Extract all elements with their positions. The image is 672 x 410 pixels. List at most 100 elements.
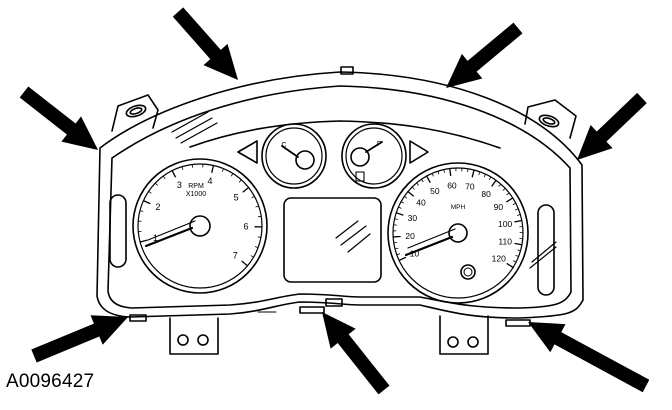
speedo-minor-tick (498, 183, 502, 187)
speedo-needle (404, 235, 454, 257)
turn-signal-right (409, 140, 429, 164)
lower-bracket-right (439, 315, 489, 355)
tach-major-tick (242, 186, 250, 193)
speedo-minor-tick (502, 187, 506, 191)
speedo-major-tick (449, 167, 452, 177)
speedo-minor-tick (483, 173, 486, 178)
fuel-high-label: F (377, 141, 381, 148)
temp-needle (281, 145, 299, 158)
speedo-minor-tick (513, 260, 517, 263)
tach-needle (144, 226, 194, 248)
fuel-hub (350, 147, 370, 167)
speedo-major-tick (491, 179, 497, 187)
speedo-label-110: 110 (498, 237, 512, 247)
speedo-minor-tick (396, 253, 400, 256)
speedo-label-60: 60 (447, 180, 457, 190)
tach-hub (189, 215, 211, 237)
tach-minor-tick (162, 175, 166, 179)
tach-major-tick (171, 169, 176, 178)
speedo-major-tick (395, 212, 404, 216)
tach-minor-tick (230, 173, 234, 177)
tach-minor-tick (154, 182, 158, 186)
tach-minor-tick (250, 255, 254, 258)
speedo-hub (448, 223, 468, 243)
tach-minor-tick (257, 236, 262, 238)
mounting-hole-left (125, 104, 147, 118)
speedo-minor-tick (489, 176, 492, 180)
speedo-major-tick (514, 242, 523, 246)
cluster-housing-outer (96, 71, 584, 319)
tach-label-1: 1 (153, 233, 158, 243)
callout-arrow-4 (577, 92, 647, 160)
side-slot-right (537, 204, 555, 296)
speedo-minor-tick (394, 218, 398, 220)
tach-label-6: 6 (243, 222, 248, 232)
speedo-label-30: 30 (408, 213, 418, 223)
tach-bezel (132, 158, 268, 294)
speedo-minor-tick (403, 196, 408, 199)
tachometer (132, 158, 268, 294)
tach-label-7: 7 (233, 251, 238, 261)
top-clip (340, 66, 354, 75)
callout-arrow-1 (19, 86, 99, 150)
speedo-minor-tick (400, 201, 405, 204)
tach-minor-tick (255, 205, 260, 208)
cluster-bezel-inner (107, 85, 572, 309)
tach-major-tick (142, 199, 151, 205)
speedo-major-tick (398, 256, 407, 262)
speedo-minor-tick (416, 182, 419, 186)
tach-unit-rpm: RPM (188, 183, 204, 190)
speedo-minor-tick (515, 255, 519, 257)
callout-arrow-2 (172, 7, 238, 80)
speedo-label-50: 50 (430, 186, 440, 196)
callout-arrow-3 (446, 22, 523, 89)
speedo-minor-tick (437, 170, 440, 175)
side-slot-left (109, 194, 127, 268)
lower-bracket-left (169, 317, 219, 355)
tach-label-4: 4 (207, 176, 212, 186)
speedo-major-tick (506, 197, 514, 203)
speedo-label-90: 90 (494, 202, 504, 212)
temp-hub (295, 150, 315, 170)
speedo-label-100: 100 (498, 219, 512, 229)
tach-label-5: 5 (234, 192, 239, 202)
speedo-minor-tick (394, 247, 399, 250)
speedo-minor-tick (478, 171, 481, 176)
tach-minor-tick (251, 195, 255, 199)
speedo-major-tick (514, 219, 523, 223)
speedo-major-tick (506, 263, 514, 269)
speedo-minor-tick (517, 249, 521, 252)
speedo-minor-tick (506, 192, 510, 196)
speedo-minor-tick (517, 214, 521, 216)
speedometer (387, 162, 529, 304)
message-center-display (283, 197, 382, 283)
tach-major-tick (211, 164, 215, 173)
speedo-label-40: 40 (416, 197, 426, 207)
temp-low-label: C (281, 142, 286, 149)
tach-minor-tick (148, 190, 152, 194)
tach-label-2: 2 (156, 202, 161, 212)
speedo-label-80: 80 (481, 189, 491, 199)
fuel-gauge (341, 123, 407, 189)
mounting-tab-right (524, 99, 577, 139)
odometer-button (325, 298, 343, 307)
fuel-needle (365, 141, 383, 153)
tach-minor-tick (238, 179, 242, 183)
turn-signal-left (237, 140, 258, 164)
tach-minor-tick (254, 246, 259, 249)
speedo-minor-tick (443, 169, 445, 173)
speedo-minor-tick (397, 206, 402, 209)
tach-unit-x1000: X1000 (186, 191, 206, 198)
speedo-tick-marks (392, 167, 524, 269)
speedo-major-tick (471, 169, 475, 178)
mounting-hole-right (538, 114, 560, 128)
tach-major-tick (241, 260, 249, 267)
speedo-major-tick (426, 175, 431, 183)
temperature-gauge (261, 123, 327, 189)
callout-arrow-5 (31, 315, 128, 363)
tach-minor-tick (181, 166, 184, 170)
speedo-minor-tick (421, 178, 424, 183)
callout-arrow-7 (528, 322, 650, 393)
